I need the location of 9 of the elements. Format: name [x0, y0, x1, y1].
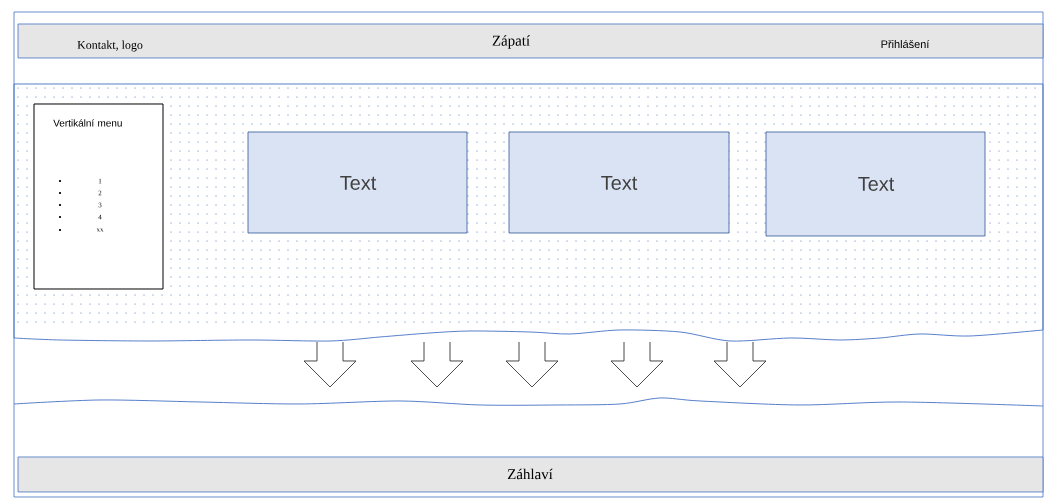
- footer-heading: Zápatí: [492, 35, 530, 49]
- box-label: Text: [340, 176, 377, 190]
- menu-heading: Vertikální menu: [53, 119, 122, 127]
- box-label: Text: [601, 176, 638, 190]
- header-heading: Záhlaví: [507, 468, 553, 480]
- footer-text: Kontakt, logo: [77, 40, 143, 52]
- login-text: Přihlášení: [881, 39, 930, 49]
- box-label: Text: [858, 177, 895, 191]
- page-frame: [13, 11, 1044, 498]
